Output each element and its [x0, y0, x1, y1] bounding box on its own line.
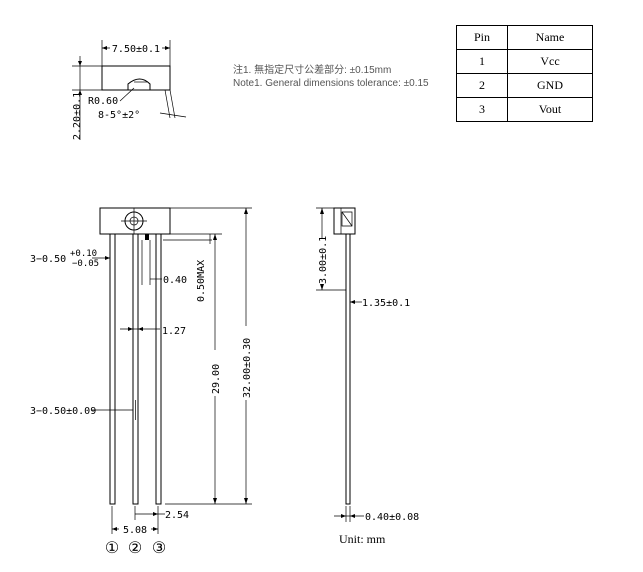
lead-3 — [155, 233, 162, 505]
pin-mark-1: ① — [105, 540, 119, 557]
pin-cell: 2 — [456, 73, 508, 98]
side-lead — [345, 233, 351, 505]
lead-2 — [132, 233, 139, 505]
lead-tol-plus: +0.10 — [70, 249, 97, 259]
lead-tol-minus: −0.05 — [72, 259, 99, 269]
pin-table: Pin Name 1 Vcc 2 GND 3 Vout — [456, 25, 593, 122]
lead-width-top-label: 3−0.50 — [30, 254, 66, 265]
radius-label: R0.60 — [88, 96, 118, 107]
name-cell: Vcc — [507, 49, 593, 74]
dim-127-label: 1.27 — [162, 326, 186, 337]
side-dim-135-label: 1.35±0.1 — [362, 298, 410, 309]
pin-cell: 3 — [456, 97, 508, 122]
top-view: 7.50±0.1 2.20±0.1 R0.60 8-5°±2° — [72, 40, 187, 140]
dim-2900-label: 29.00 — [211, 364, 222, 394]
pin-header: Pin — [456, 25, 508, 50]
top-height-label: 2.20±0.1 — [72, 92, 83, 140]
table-row: 3 Vout — [456, 97, 593, 122]
lead-1 — [109, 233, 116, 505]
top-width-label: 7.50±0.1 — [112, 44, 160, 55]
name-header: Name — [507, 25, 593, 50]
top-view-body — [101, 65, 171, 91]
pin-cell: 1 — [456, 49, 508, 74]
dim-3200-label: 32.00±0.30 — [242, 338, 253, 398]
pin-mark-3: ③ — [152, 540, 166, 557]
dim-040-label: 0.40 — [163, 275, 187, 286]
sensor-bump — [127, 78, 151, 90]
dim-050max-label: 0.50MAX — [196, 260, 207, 302]
unit-label: Unit: mm — [339, 532, 386, 546]
pin-mark-2: ② — [128, 540, 142, 557]
table-row: 2 GND — [456, 73, 593, 98]
side-dim-040-label: 0.40±0.08 — [365, 512, 419, 523]
side-view: 3.00±0.1 1.35±0.1 0.40±0.08 Unit: mm — [316, 207, 419, 546]
note-english: Note1. General dimensions tolerance: ±0.… — [233, 78, 429, 89]
dim-508-label: 5.08 — [123, 525, 147, 536]
name-cell: Vout — [507, 97, 593, 122]
name-cell: GND — [507, 73, 593, 98]
side-body — [333, 207, 356, 235]
angle-label: 8-5°±2° — [98, 110, 140, 121]
note-chinese: 注1. 無指定尺寸公差部分: ±0.15mm — [233, 63, 391, 76]
table-row: 1 Vcc — [456, 49, 593, 74]
pin-table-header: Pin Name — [456, 25, 593, 50]
lead-width-bottom-label: 3−0.50±0.09 — [30, 406, 96, 417]
dim-254-label: 2.54 — [165, 510, 189, 521]
side-dim-300-label: 3.00±0.1 — [318, 236, 329, 284]
front-view: 3−0.50 +0.10 −0.05 0.40 0.50MAX 1.27 29.… — [30, 207, 253, 557]
